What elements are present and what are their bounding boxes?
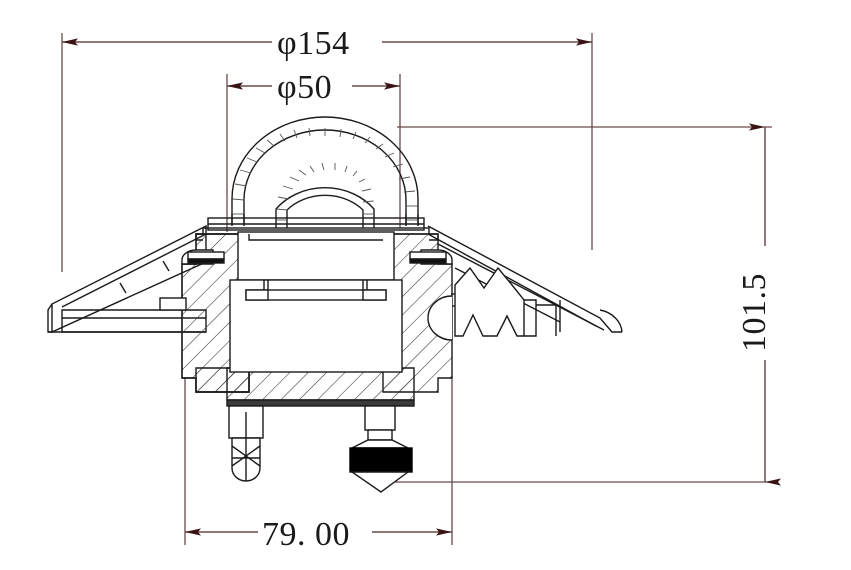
- right-wing-flange: [427, 225, 623, 333]
- handle-inner-thread-ticks: [276, 162, 374, 221]
- body-bottom-block: [195, 367, 415, 407]
- part-geometry: [47, 116, 623, 493]
- dimension-extension-lines: [61, 33, 772, 545]
- dim-label-bore-width: φ50: [277, 69, 332, 106]
- collar-step-detail: [195, 233, 439, 241]
- dim-label-overall-width: φ154: [277, 25, 350, 62]
- sawtooth-clamp: [427, 266, 557, 341]
- bottom-left-pin: [228, 405, 264, 482]
- handle-inner-arc: [275, 186, 375, 228]
- bottom-right-nozzle: [349, 405, 413, 493]
- inner-cavity: [229, 231, 403, 373]
- handle-stems: [231, 214, 419, 226]
- dim-label-overall-height: 101.5: [736, 273, 773, 352]
- handle-outer-thread-ticks: [232, 127, 418, 221]
- shoulder-caps: [181, 249, 453, 265]
- dim-label-body-width: 79. 00: [262, 516, 350, 553]
